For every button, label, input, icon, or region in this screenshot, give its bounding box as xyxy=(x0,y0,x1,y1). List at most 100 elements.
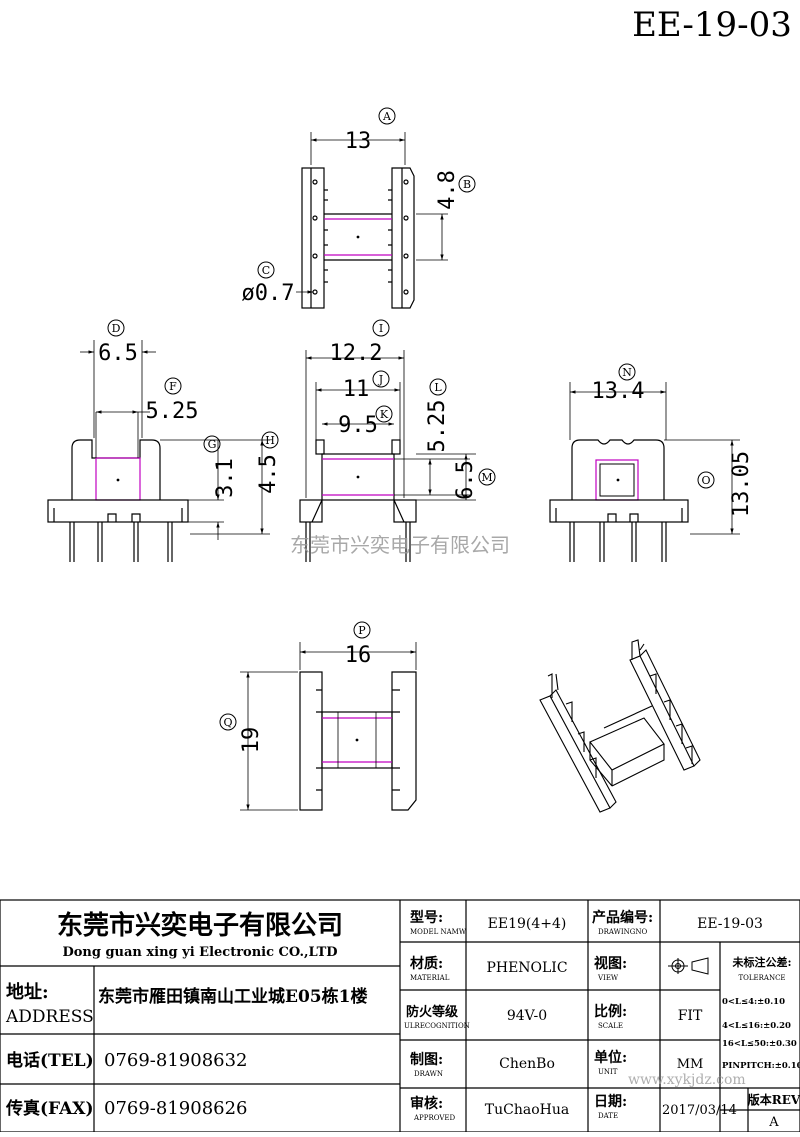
approved-label-en: APPROVED xyxy=(413,1114,456,1122)
dim-g-letter: G xyxy=(208,438,217,451)
drawingno-label-en: DRAWINGNO xyxy=(598,928,647,936)
top-view xyxy=(296,132,448,309)
dim-a-balloon xyxy=(378,107,396,125)
dim-d-letter: D xyxy=(112,322,121,335)
dim-l-balloon xyxy=(429,378,447,396)
right-view xyxy=(549,382,740,562)
rev-label: 版本REV xyxy=(748,1092,800,1107)
model-value: EE19(4+4) xyxy=(488,916,567,932)
dim-l-letter: L xyxy=(434,381,442,394)
dim-q-balloon xyxy=(219,713,237,731)
dim-m-letter: M xyxy=(481,471,492,484)
dim-j-value: 11 xyxy=(343,377,370,402)
url-watermark: www.xykjdz.com xyxy=(628,1072,746,1088)
address-label-en: ADDRESS xyxy=(5,1007,94,1027)
tolerance-row: 16<L≤50:±0.30 xyxy=(722,1039,797,1049)
company-name-en: Dong guan xing yi Electronic CO.,LTD xyxy=(62,945,337,960)
dim-l-value: 5.25 xyxy=(425,400,450,453)
fax-label: 传真(FAX) xyxy=(5,1098,94,1119)
dim-k-value: 9.5 xyxy=(338,413,378,438)
tel-value: 0769-81908632 xyxy=(104,1050,248,1071)
dim-d-value: 6.5 xyxy=(98,341,138,366)
dim-h-value: 4.5 xyxy=(256,454,281,494)
model-label-cn: 型号: xyxy=(410,909,443,926)
unit-value: MM xyxy=(677,1057,704,1072)
fax-value: 0769-81908626 xyxy=(104,1098,248,1119)
ul-label-en: ULRECOGNITION xyxy=(404,1022,470,1030)
material-label-en: MATERIAL xyxy=(410,974,450,982)
unit-label-en: UNIT xyxy=(598,1068,618,1076)
dim-o-balloon xyxy=(697,471,715,489)
dim-c-value: ø0.7 xyxy=(242,281,295,306)
dim-p-balloon xyxy=(353,621,371,639)
dim-c-balloon xyxy=(257,261,275,279)
drawingno-label-cn: 产品编号: xyxy=(592,909,653,926)
dim-n-letter: N xyxy=(622,366,632,379)
drawingno-value: EE-19-03 xyxy=(697,916,763,932)
dim-a-value: 13 xyxy=(345,129,372,154)
scale-label-cn: 比例: xyxy=(594,1003,627,1020)
dim-i-balloon xyxy=(372,319,390,337)
tolerance-row: PINPITCH:±0.10 xyxy=(722,1061,800,1071)
unit-label-cn: 单位: xyxy=(594,1049,627,1066)
approved-label-cn: 审核: xyxy=(410,1095,443,1112)
view-label-en: VIEW xyxy=(597,974,619,982)
dim-f-value: 5.25 xyxy=(146,399,199,424)
dim-g-balloon xyxy=(203,435,221,453)
dim-o-value: 13.05 xyxy=(729,451,754,517)
dim-h-balloon xyxy=(261,431,279,449)
tolerance-row: 4<L≤16:±0.20 xyxy=(722,1021,791,1031)
company-name-cn: 东莞市兴奕电子有限公司 xyxy=(57,910,343,941)
view-label-cn: 视图: xyxy=(594,955,627,972)
scale-value: FIT xyxy=(678,1008,703,1024)
dim-q-letter: Q xyxy=(223,716,232,729)
dim-m-balloon xyxy=(478,468,496,486)
isometric-view xyxy=(539,639,701,813)
rev-value: A xyxy=(768,1115,779,1130)
dim-c-letter: C xyxy=(262,264,270,277)
dim-d-balloon xyxy=(107,319,125,337)
dim-o-letter: O xyxy=(701,474,710,487)
approved-value: TuChaoHua xyxy=(485,1102,569,1118)
ul-value: 94V-0 xyxy=(507,1008,547,1024)
dim-q-value: 19 xyxy=(239,727,264,754)
dim-f-letter: F xyxy=(169,380,177,393)
dim-j-balloon xyxy=(372,370,390,388)
dim-b-value: 4.8 xyxy=(435,170,460,210)
dim-b-balloon xyxy=(458,175,476,193)
date-label-cn: 日期: xyxy=(594,1094,627,1110)
dim-j-letter: J xyxy=(378,373,383,386)
watermark-text: 东莞市兴奕电子有限公司 xyxy=(290,533,510,557)
dim-n-value: 13.4 xyxy=(592,379,645,404)
dim-k-balloon xyxy=(375,405,393,423)
dim-n-balloon xyxy=(618,363,636,381)
dim-h-letter: H xyxy=(265,434,275,447)
ul-label-cn: 防火等级 xyxy=(406,1004,459,1020)
front-view xyxy=(299,350,476,562)
side-view xyxy=(47,340,270,562)
dim-p-letter: P xyxy=(358,624,366,637)
address-label-cn: 地址: xyxy=(6,981,49,1003)
dim-b-letter: B xyxy=(463,178,471,191)
scale-label-en: SCALE xyxy=(598,1022,623,1030)
dim-k-letter: K xyxy=(380,408,389,421)
dim-g-value: 3.1 xyxy=(213,458,238,498)
tolerance-title-en: TOLERANCE xyxy=(738,974,785,982)
drawn-label-en: DRAWN xyxy=(414,1070,443,1078)
drawn-label-cn: 制图: xyxy=(410,1051,443,1068)
dim-i-letter: I xyxy=(379,322,383,335)
projection-symbol-icon xyxy=(668,957,709,975)
dim-a-letter: A xyxy=(382,110,392,123)
date-label-en: DATE xyxy=(598,1112,618,1120)
material-label-cn: 材质: xyxy=(410,955,443,972)
drawn-value: ChenBo xyxy=(499,1056,555,1072)
model-label-en: MODEL NAMW xyxy=(410,928,467,936)
dim-i-value: 12.2 xyxy=(330,341,383,366)
tolerance-title-cn: 未标注公差: xyxy=(731,955,791,969)
dim-f-balloon xyxy=(164,377,182,395)
tolerance-row: 0<L≤4:±0.10 xyxy=(722,997,785,1007)
dim-m-value: 6.5 xyxy=(453,460,478,500)
dim-p-value: 16 xyxy=(345,643,372,668)
